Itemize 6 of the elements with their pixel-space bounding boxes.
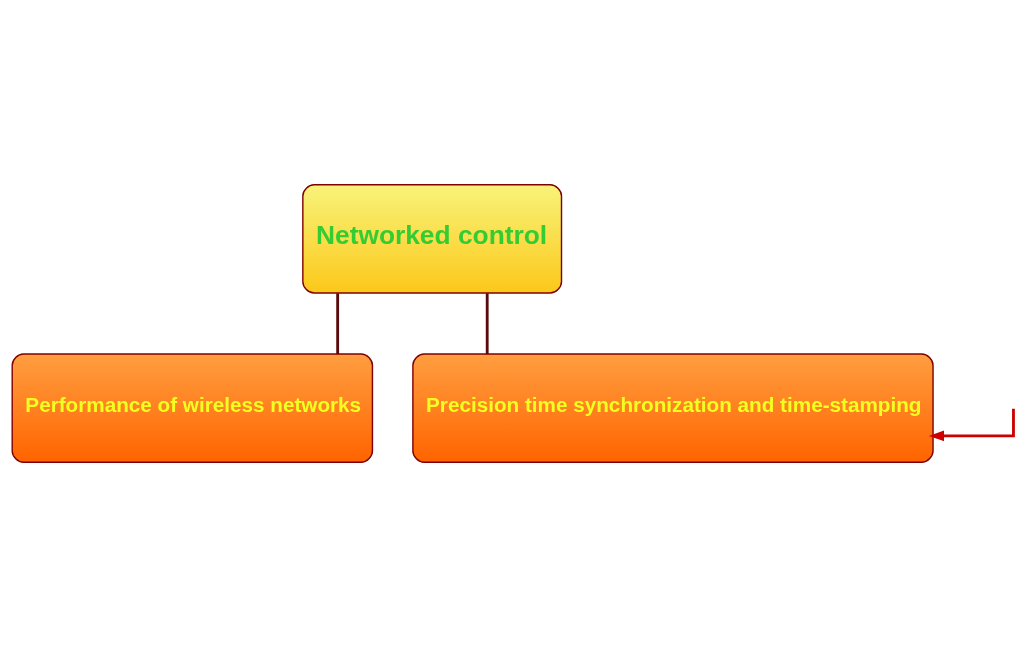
node-box: Performance of wireless networks bbox=[11, 353, 374, 463]
connector bbox=[336, 293, 340, 355]
arrow bbox=[928, 408, 1015, 442]
node-box: Networked control bbox=[302, 184, 563, 294]
node-box: Precision time synchronization and time-stamping bbox=[412, 353, 934, 463]
connector bbox=[485, 293, 489, 355]
